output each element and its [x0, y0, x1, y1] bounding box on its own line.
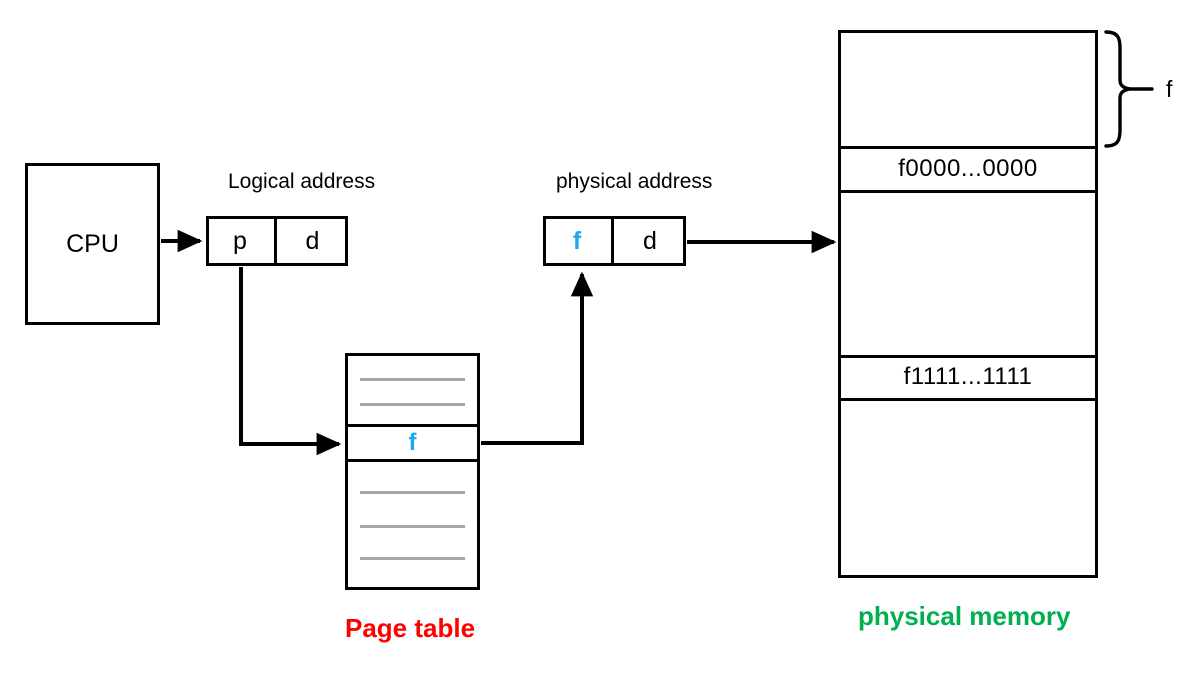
logical-address-box[interactable] — [206, 216, 348, 266]
page-table-empty-rule — [360, 378, 465, 381]
physical-address-field-divider — [611, 216, 614, 266]
frame-brace-icon — [1104, 30, 1154, 148]
logical-address-offset: d — [305, 226, 320, 255]
page-table-empty-rule — [360, 491, 465, 494]
physical-memory-row-border — [838, 146, 1098, 149]
cpu-label: CPU — [66, 229, 119, 258]
connector-page-table-to-physical-address — [481, 271, 594, 445]
frame-brace-label: f — [1166, 76, 1173, 102]
physical-memory-row-border — [838, 190, 1098, 193]
physical-address-title: physical address — [556, 170, 713, 193]
physical-memory-box[interactable] — [838, 30, 1098, 578]
logical-address-title: Logical address — [228, 170, 376, 193]
connector-page-number-to-page-table — [239, 267, 342, 456]
page-table-empty-rule — [360, 403, 465, 406]
page-table-selected-entry[interactable]: f — [408, 429, 417, 456]
cpu-box[interactable] — [25, 163, 160, 325]
physical-memory-frame-end-address: f1111...1111 — [903, 363, 1033, 390]
page-table-selected-top-border — [345, 424, 480, 427]
physical-memory-frame-start-address: f0000...0000 — [898, 154, 1038, 182]
physical-address-box[interactable] — [543, 216, 686, 266]
physical-memory-row-border — [838, 355, 1098, 358]
physical-memory-row-border — [838, 398, 1098, 401]
physical-address-offset: d — [643, 226, 657, 255]
logical-address-page-number: p — [233, 226, 247, 255]
page-table-empty-rule — [360, 557, 465, 560]
page-table-selected-bottom-border — [345, 459, 480, 462]
physical-memory-caption: physical memory — [858, 601, 1071, 631]
physical-address-frame-number: f — [572, 226, 582, 255]
logical-address-field-divider — [274, 216, 277, 266]
page-table-caption: Page table — [345, 613, 476, 643]
page-table-empty-rule — [360, 525, 465, 528]
page-table-box[interactable] — [345, 353, 480, 590]
